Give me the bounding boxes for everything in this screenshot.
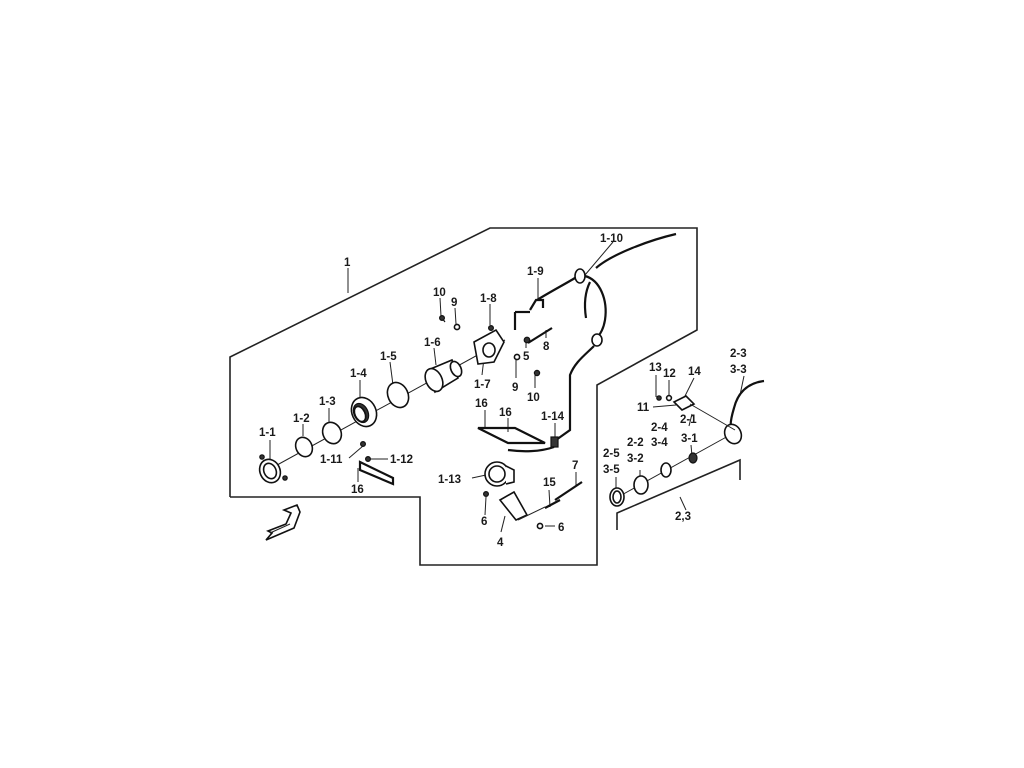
callout-16-c: 16 (499, 407, 512, 419)
callout-1-8: 1-8 (480, 293, 497, 305)
part-1-7-mounting-bracket (473, 328, 505, 365)
callout-2-2: 2-2 (627, 437, 644, 449)
callout-6-a: 6 (481, 516, 487, 528)
callout-16-b: 16 (475, 398, 488, 410)
part-6-screw-a (483, 491, 490, 498)
callout-1-1: 1-1 (259, 427, 276, 439)
part-2-1-bracket (672, 395, 736, 431)
callout-1: 1 (344, 257, 351, 269)
part-2-3-wiring (723, 379, 765, 445)
callout-9-a: 9 (451, 297, 457, 309)
callout-3-1: 3-1 (681, 433, 698, 445)
callout-10-a: 10 (433, 287, 446, 299)
callout-1-2: 1-2 (293, 413, 310, 425)
part-1-11-screw (360, 441, 367, 448)
callout-11: 11 (637, 402, 650, 414)
part-1-14-connector (550, 436, 559, 448)
callout-1-13: 1-13 (438, 474, 461, 486)
callout-2-4: 2-4 (651, 422, 668, 434)
callout-2-1: 2-1 (680, 414, 697, 426)
part-2-4-gasket (660, 462, 672, 478)
callout-2-3: 2-3 (730, 348, 747, 360)
callout-8: 8 (543, 341, 550, 353)
assembly-2-3-bracket (616, 458, 741, 530)
front-direction-arrow-icon (265, 503, 301, 541)
callout-14: 14 (688, 366, 701, 378)
part-1-3-lens (321, 421, 343, 445)
part-9-washer-b (513, 353, 521, 361)
callout-3-5: 3-5 (603, 464, 620, 476)
part-1-9-clip (529, 298, 545, 311)
callout-12: 12 (663, 368, 676, 380)
callout-5: 5 (523, 351, 530, 363)
part-3-1-socket (688, 452, 698, 464)
part-4-bracket (498, 490, 529, 521)
part-1-6-lamp-body (424, 358, 463, 394)
part-2-2-lens (633, 475, 649, 495)
callout-2-5: 2-5 (603, 448, 620, 460)
assembly-1-frame (229, 227, 698, 566)
callout-1-7: 1-7 (474, 379, 491, 391)
callout-4: 4 (497, 537, 504, 549)
callout-15: 15 (543, 477, 556, 489)
part-1-10-wiring-harness (513, 232, 677, 441)
callout-3-4: 3-4 (651, 437, 668, 449)
callout-3-3: 3-3 (730, 364, 747, 376)
callout-1-11: 1-11 (320, 454, 343, 466)
part-8-bolt (527, 327, 553, 344)
part-1-4-reflector (350, 396, 378, 428)
part-10-screw-b (533, 369, 541, 377)
callout-7: 7 (572, 460, 578, 472)
callout-16-a: 16 (351, 484, 364, 496)
part-5-nut (523, 336, 531, 344)
callout-1-9: 1-9 (527, 266, 544, 278)
part-15-bolt (544, 499, 561, 509)
callout-1-10: 1-10 (600, 233, 623, 245)
callout-1-12: 1-12 (390, 454, 413, 466)
part-1-2-gasket (294, 436, 314, 458)
part-16-band-a (477, 426, 546, 445)
part-9-washer-a (453, 323, 461, 331)
part-7-bolt (554, 481, 583, 501)
part-1-5-seal-ring (386, 381, 410, 409)
callout-labels: 1 1-1 1-2 1-3 1-4 1-5 1-6 1-7 1-8 1-9 1-… (259, 233, 747, 549)
callout-9-b: 9 (512, 382, 518, 394)
callout-1-6: 1-6 (424, 337, 441, 349)
callout-1-14: 1-14 (541, 411, 565, 423)
callout-1-3: 1-3 (319, 396, 336, 408)
callout-10-b: 10 (527, 392, 540, 404)
part-1-13-side-lamp (484, 461, 515, 487)
part-16-band-b (358, 460, 395, 486)
part-1-1-housing (258, 454, 288, 484)
callout-1-4: 1-4 (350, 368, 367, 380)
callout-1-5: 1-5 (380, 351, 397, 363)
callout-2-and-3: 2,3 (675, 511, 691, 523)
callout-6-b: 6 (558, 522, 564, 534)
callout-3-2: 3-2 (627, 453, 644, 465)
part-6-screw-b (536, 522, 544, 530)
callout-13: 13 (649, 362, 662, 374)
part-1-12-screw (365, 456, 372, 463)
